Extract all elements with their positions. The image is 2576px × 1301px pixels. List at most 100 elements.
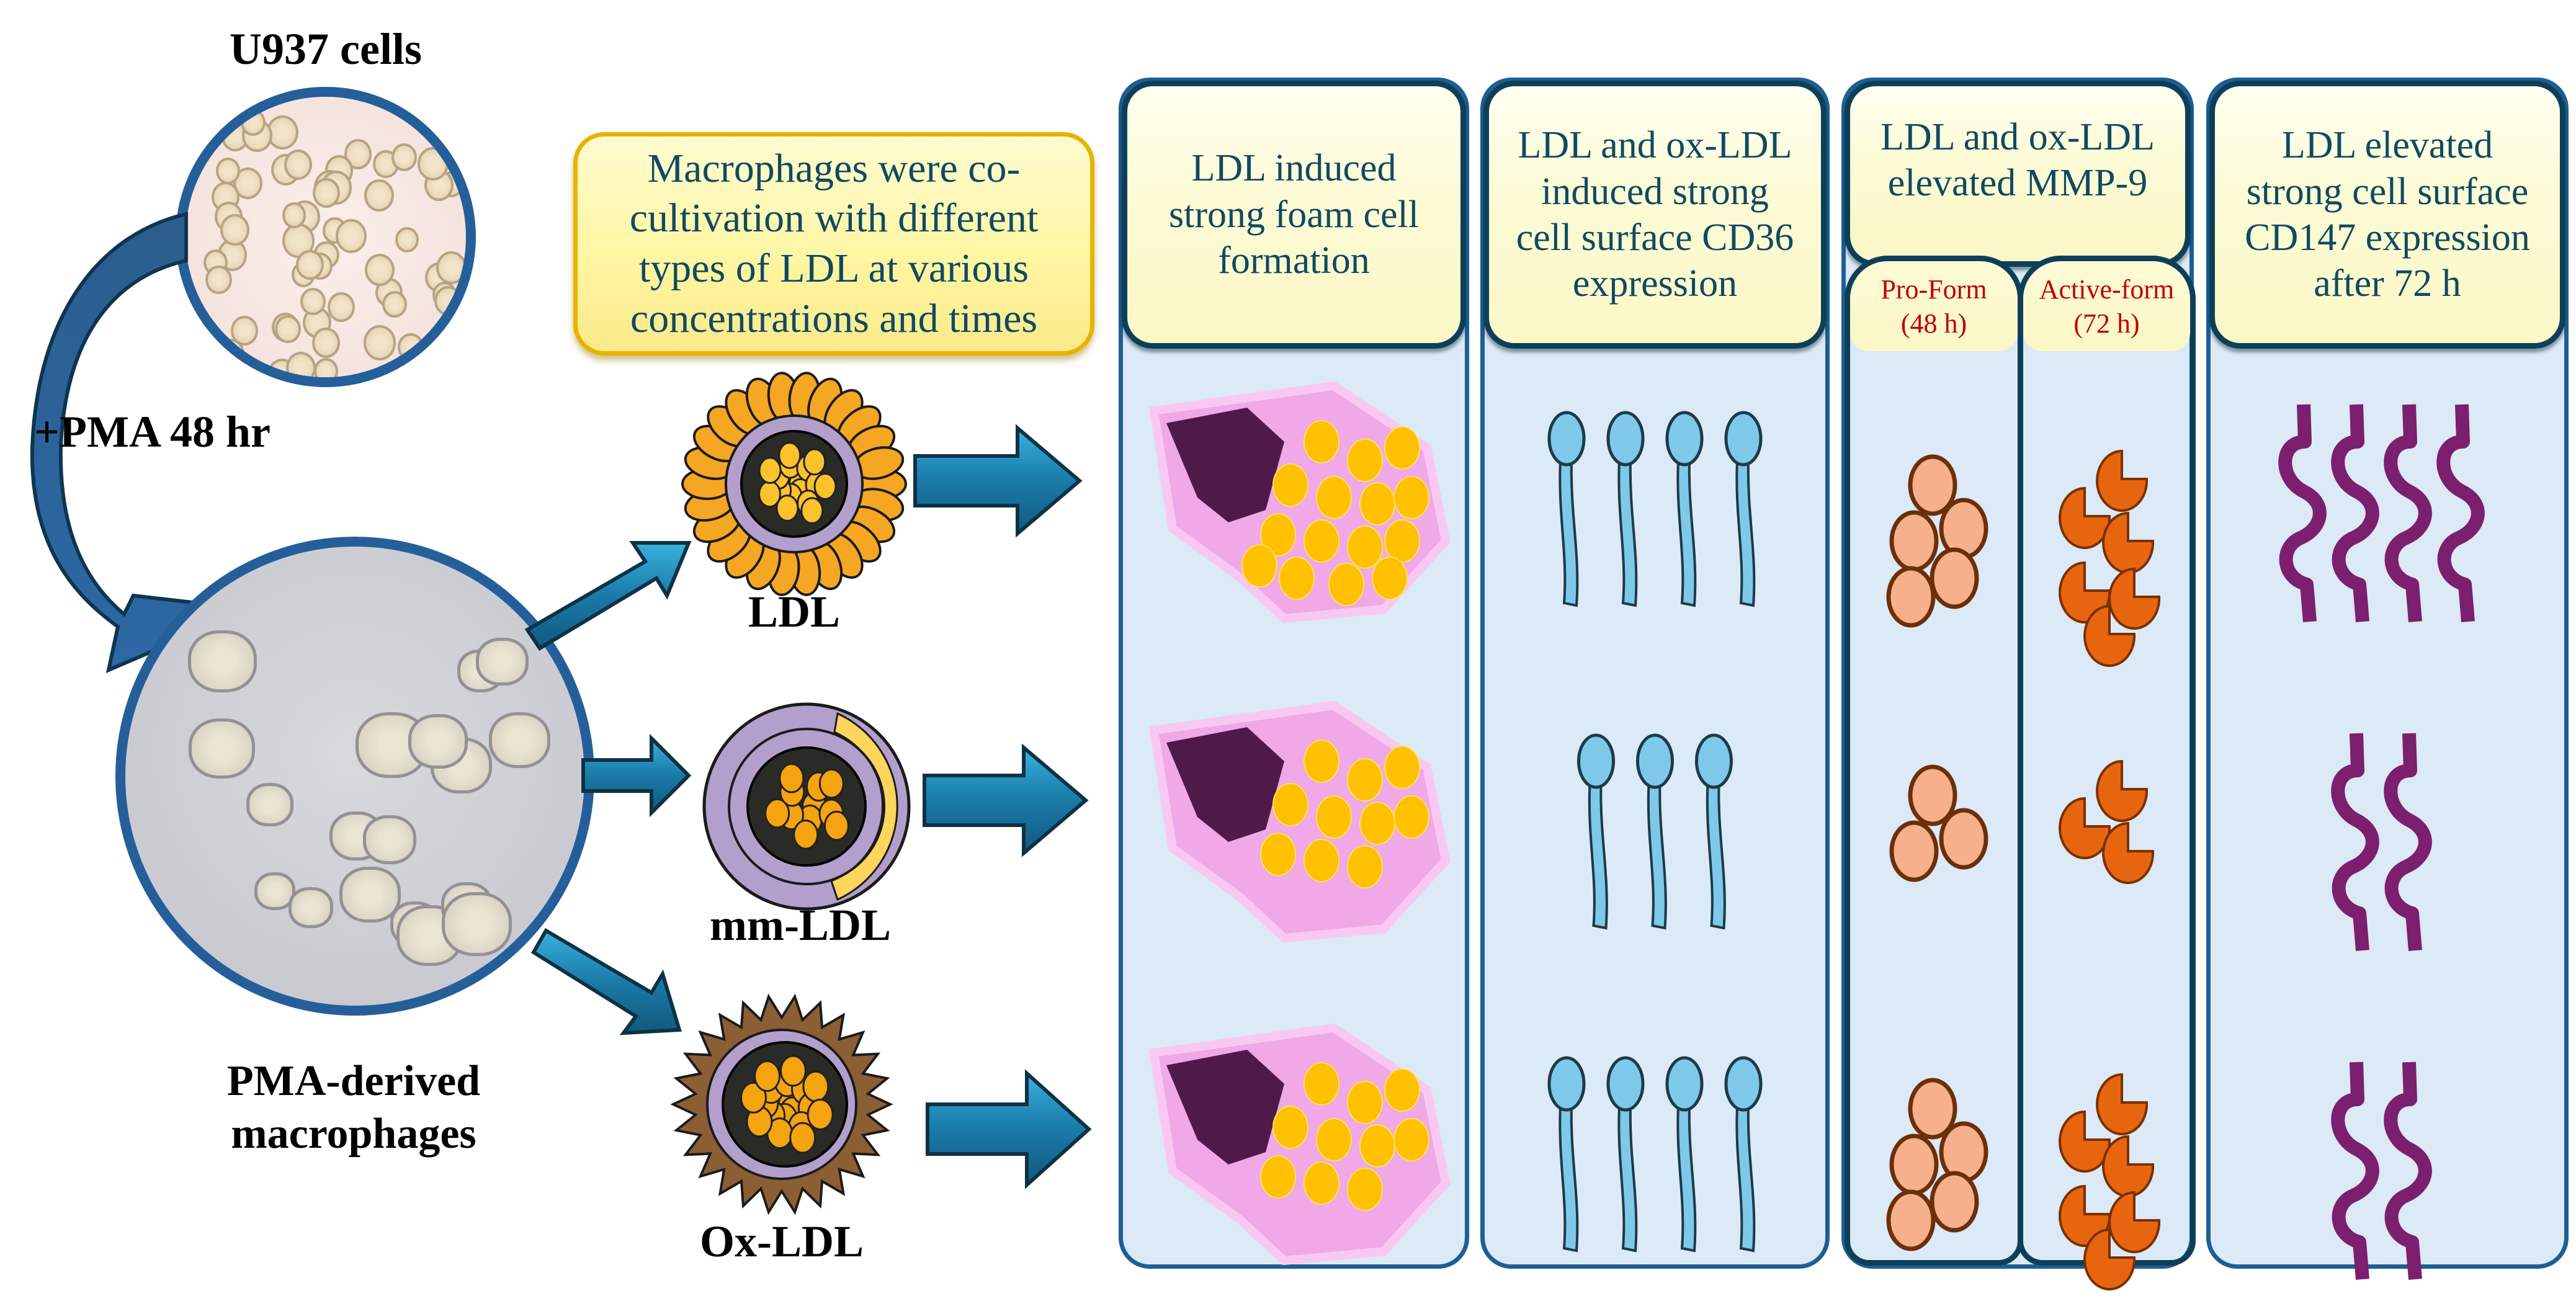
pro-mmp9-row-mm-ldl bbox=[1889, 764, 1988, 882]
foam-cell-row-mm-ldl bbox=[1148, 700, 1451, 943]
u937-cell bbox=[397, 333, 424, 361]
u937-cell bbox=[436, 251, 466, 285]
header-line: elevated MMP-9 bbox=[1887, 162, 2148, 205]
u937-cell bbox=[312, 177, 340, 208]
cholesterol-ester bbox=[823, 810, 849, 841]
lipid-droplet bbox=[1347, 845, 1383, 888]
header-line: after 72 h bbox=[2314, 262, 2461, 305]
active-mmp9-row-mm-ldl bbox=[2059, 759, 2155, 884]
macrophage-label-line1: PMA-derived bbox=[226, 1057, 481, 1105]
macrophage-cell bbox=[288, 887, 334, 928]
cd147-row-ox-ldl bbox=[2331, 1062, 2432, 1280]
cd36-receptor-stalk bbox=[1676, 1104, 1697, 1253]
cd36-receptor-head bbox=[1724, 1056, 1763, 1112]
cocultivation-line: Macrophages were co- bbox=[647, 145, 1021, 191]
arrow-row-ox-ldl bbox=[926, 1069, 1092, 1189]
header-line: strong cell surface bbox=[2246, 170, 2529, 213]
active-mmp9 bbox=[2096, 1073, 2149, 1135]
lipid-droplet bbox=[1260, 833, 1296, 876]
lipid-droplet bbox=[1384, 426, 1420, 470]
cocultivation-line: concentrations and times bbox=[630, 295, 1038, 341]
cd147-row-mm-ldl bbox=[2331, 733, 2432, 951]
active-mmp9 bbox=[2096, 449, 2149, 512]
cholesterol-ester bbox=[778, 442, 802, 469]
u937-cell bbox=[215, 158, 240, 184]
u937-cell bbox=[363, 325, 396, 360]
cholesterol-ester bbox=[779, 1055, 807, 1087]
pro-mmp9 bbox=[1939, 808, 1988, 870]
branch-arrows bbox=[524, 541, 692, 1035]
u937-cell bbox=[382, 291, 408, 318]
pro-mmp9 bbox=[1908, 764, 1957, 826]
pro-mmp9 bbox=[1886, 566, 1936, 628]
macrophage-label: PMA-derived macrophages bbox=[143, 1055, 565, 1161]
u937-cell bbox=[312, 328, 341, 358]
cd147-molecule bbox=[2384, 733, 2432, 951]
arrow-to-ldl bbox=[524, 541, 692, 651]
cd36-receptor-stalk bbox=[1617, 1104, 1638, 1253]
cholesterol-ester bbox=[789, 1122, 816, 1154]
u937-cell bbox=[284, 149, 313, 180]
lipid-droplet bbox=[1347, 758, 1383, 802]
active-mmp9 bbox=[2102, 1135, 2155, 1197]
pro-mmp9 bbox=[1908, 454, 1957, 516]
cholesterol-ester bbox=[813, 473, 837, 500]
cd36-receptor-head bbox=[1547, 1056, 1586, 1112]
cd147-row-ldl bbox=[2278, 404, 2485, 622]
cd36-receptor-head bbox=[1665, 1056, 1704, 1112]
lipid-droplet bbox=[1384, 1068, 1420, 1112]
active-form-time: (72 h) bbox=[2073, 308, 2140, 339]
u937-cell bbox=[391, 143, 418, 171]
u937-cell bbox=[220, 214, 249, 246]
cd147-molecule bbox=[2331, 733, 2379, 951]
lipid-droplet bbox=[1384, 746, 1420, 789]
lipid-droplet bbox=[1347, 439, 1383, 482]
arrow-to-ox-ldl bbox=[530, 928, 682, 1035]
active-mmp9 bbox=[2102, 511, 2155, 574]
lipid-droplet bbox=[1384, 519, 1420, 563]
cd36-receptor-head bbox=[1665, 411, 1704, 467]
active-mmp9 bbox=[2083, 1228, 2136, 1290]
header-line: LDL and ox-LDL bbox=[1881, 116, 2155, 158]
ldl-label: LDL bbox=[748, 587, 841, 637]
u937-cell bbox=[296, 249, 324, 280]
lipid-droplet bbox=[1372, 557, 1408, 600]
cholesterol-ester bbox=[764, 798, 790, 829]
cholesterol-ester bbox=[807, 1098, 834, 1130]
lipid-droplet bbox=[1241, 544, 1277, 588]
cholesterol-ester bbox=[803, 448, 826, 476]
lipid-droplet bbox=[1272, 463, 1308, 507]
cocultivation-line: types of LDL at various bbox=[638, 246, 1029, 291]
lipid-droplet bbox=[1359, 802, 1395, 845]
lipid-droplet bbox=[1304, 740, 1339, 783]
panel-header-mmp9: LDL and ox-LDL elevated MMP-9 bbox=[1845, 81, 2191, 267]
panel-mmp9: LDL and ox-LDL elevated MMP-9 Pro-Form (… bbox=[1841, 78, 2196, 1290]
pro-mmp9 bbox=[1889, 510, 1939, 572]
cd36-row-ldl bbox=[1547, 411, 1763, 607]
active-mmp9 bbox=[2108, 567, 2161, 630]
u937-cell bbox=[300, 288, 326, 316]
lipid-droplet bbox=[1393, 476, 1429, 519]
u937-cell bbox=[275, 315, 301, 343]
mmp9-active-form-column: Active-form (72 h) bbox=[2018, 256, 2196, 1266]
cd147-molecule bbox=[2331, 1062, 2379, 1280]
lipid-droplet bbox=[1304, 1062, 1339, 1106]
active-mmp9-row-ldl bbox=[2059, 449, 2161, 667]
u937-cell bbox=[395, 226, 419, 253]
header-line: LDL elevated bbox=[2281, 124, 2493, 167]
lipid-droplet bbox=[1304, 519, 1339, 563]
u937-cell bbox=[205, 266, 232, 294]
u937-label: U937 cells bbox=[230, 24, 422, 74]
pma-curved-arrow bbox=[30, 212, 218, 674]
cholesterol-ester bbox=[776, 494, 799, 522]
foam-cell-row-ldl bbox=[1148, 381, 1451, 624]
cd36-receptor-head bbox=[1636, 733, 1674, 789]
pro-mmp9 bbox=[1889, 1133, 1939, 1196]
panel-header-foam-cell: LDL induced strong foam cell formation bbox=[1122, 81, 1466, 349]
cd147-molecule bbox=[2278, 404, 2327, 622]
lipid-droplet bbox=[1347, 1081, 1383, 1124]
pro-mmp9-row-ldl bbox=[1886, 454, 1988, 628]
header-line: cell surface CD36 bbox=[1516, 217, 1794, 259]
lipid-droplet bbox=[1347, 1168, 1383, 1211]
lipid-droplet bbox=[1304, 839, 1339, 882]
